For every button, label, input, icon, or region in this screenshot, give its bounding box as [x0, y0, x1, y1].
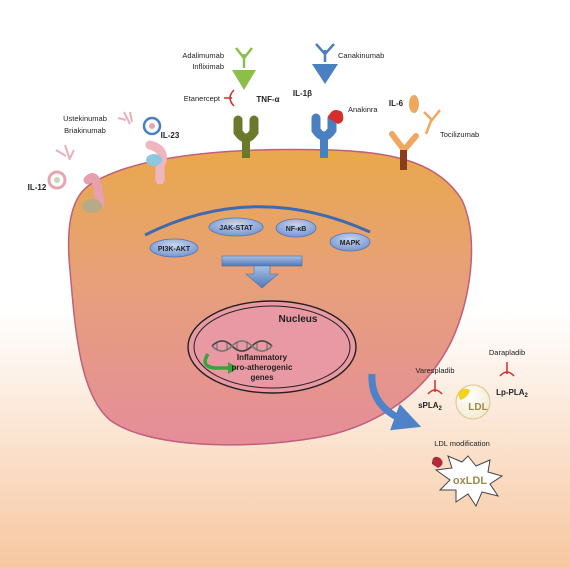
- pathway-label-mapk: MAPK: [340, 240, 361, 247]
- pathway-nfkb: NF-κB: [275, 218, 317, 238]
- il6-cytokine-icon: [409, 95, 419, 113]
- label-il1b: IL-1β: [293, 89, 312, 98]
- pathway-label-nfkb: NF-κB: [286, 226, 307, 233]
- lppla2-subscript: 2: [525, 393, 529, 399]
- label-briakinumab: Briakinumab: [64, 126, 106, 135]
- il23-cytokine-icon: [142, 116, 162, 136]
- antibody-ustekinumab-right-icon: [117, 111, 133, 125]
- label-canakinumab: Canakinumab: [338, 51, 384, 60]
- label-ustekinumab: Ustekinumab: [63, 114, 107, 123]
- transcription-arrow: [203, 353, 230, 370]
- label-varespladib: Varespladib: [415, 366, 454, 375]
- tnf-receptor: [233, 115, 259, 158]
- inhibitor-etanercept-icon: [224, 89, 235, 107]
- label-il23: IL-23: [161, 131, 180, 140]
- il1b-cytokine-icon: [312, 64, 338, 84]
- pathway-label-jakstat: JAK-STAT: [219, 225, 253, 232]
- pathway-jakstat: JAK-STAT: [208, 217, 264, 237]
- label-oxldl: oxLDL: [453, 475, 488, 487]
- spla2-main: sPLA: [418, 401, 439, 410]
- antibody-tocilizumab-icon: [423, 109, 441, 135]
- signaling-arc: [144, 205, 371, 237]
- label-tocilizumab: Tocilizumab: [440, 130, 479, 139]
- spla2-subscript: 2: [439, 406, 443, 412]
- downward-arrow: [221, 255, 303, 289]
- pathway-pi3k: PI3K-AKT: [149, 238, 199, 258]
- il12-cytokine-icon: [47, 170, 67, 190]
- inhibitor-darapladib-icon: [499, 362, 515, 377]
- inhibitor-varespladib-icon: [427, 380, 443, 395]
- label-tnf: TNF-α: [256, 95, 279, 104]
- ldl-particle: LDL: [455, 384, 491, 420]
- label-ldl-modification: LDL modification: [434, 439, 490, 448]
- antibody-adalimumab-icon: [235, 47, 253, 68]
- antibody-ustekinumab-left-icon: [55, 144, 75, 161]
- label-il12: IL-12: [28, 183, 47, 192]
- genes-line-1: Inflammatory: [237, 353, 288, 362]
- il1b-receptor: [311, 113, 337, 158]
- nucleus: Nucleus Inflammatory pro-atherogenic gen…: [187, 300, 357, 394]
- label-darapladib: Darapladib: [489, 348, 525, 357]
- nucleus-title: Nucleus: [279, 314, 318, 325]
- label-il6: IL-6: [389, 99, 404, 108]
- il6-receptor: [389, 131, 419, 170]
- anakinra-icon: [328, 110, 344, 124]
- pathway-label-pi3k: PI3K-AKT: [158, 246, 191, 253]
- label-adalimumab: Adalimumab: [182, 51, 224, 60]
- dna-icon: [211, 340, 273, 352]
- secretion-arrow: [368, 373, 422, 431]
- label-anakinra: Anakinra: [348, 105, 378, 114]
- oxldl-burst: oxLDL: [432, 455, 504, 508]
- pathway-mapk: MAPK: [329, 232, 371, 252]
- tnf-cytokine-icon: [232, 70, 256, 90]
- label-infliximab: Infliximab: [192, 62, 224, 71]
- antibody-canakinumab-icon: [315, 43, 335, 62]
- genes-line-3: genes: [250, 373, 274, 382]
- label-lppla2: Lp-PLA2: [496, 388, 528, 399]
- label-etanercept: Etanercept: [184, 94, 221, 103]
- lppla2-main: Lp-PLA: [496, 388, 525, 397]
- genes-line-2: pro-atherogenic: [232, 363, 293, 372]
- il23-receptor: [145, 140, 167, 185]
- label-spla2: sPLA2: [418, 401, 442, 412]
- label-ldl: LDL: [468, 402, 487, 413]
- il12-receptor: [82, 173, 105, 213]
